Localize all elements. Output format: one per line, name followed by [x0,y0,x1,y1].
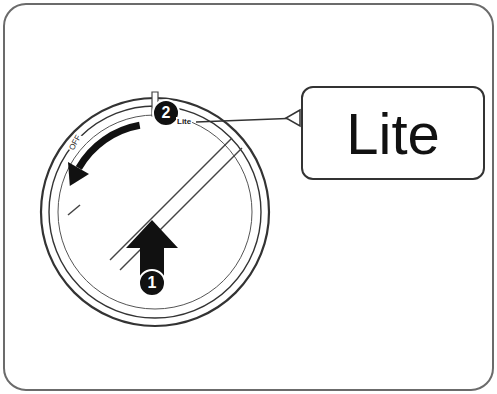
leader-line [196,118,300,122]
frame [4,4,493,390]
knob-grip [120,148,242,270]
lite-marking: Lite [176,117,192,126]
dial-ring [49,106,261,318]
off-tick [68,205,80,215]
turn-arrow-head [68,162,89,186]
callout-number: 2 [162,104,171,122]
dial-outer-ring [41,98,269,326]
callout-number: 1 [148,274,157,292]
turn-arrow [79,125,140,168]
callout-text: Lite [346,100,440,167]
dial-inner-ring [58,115,252,309]
callout-tail [286,110,300,126]
callout-box: Lite [301,86,485,180]
step-circle: 1 [138,269,166,297]
